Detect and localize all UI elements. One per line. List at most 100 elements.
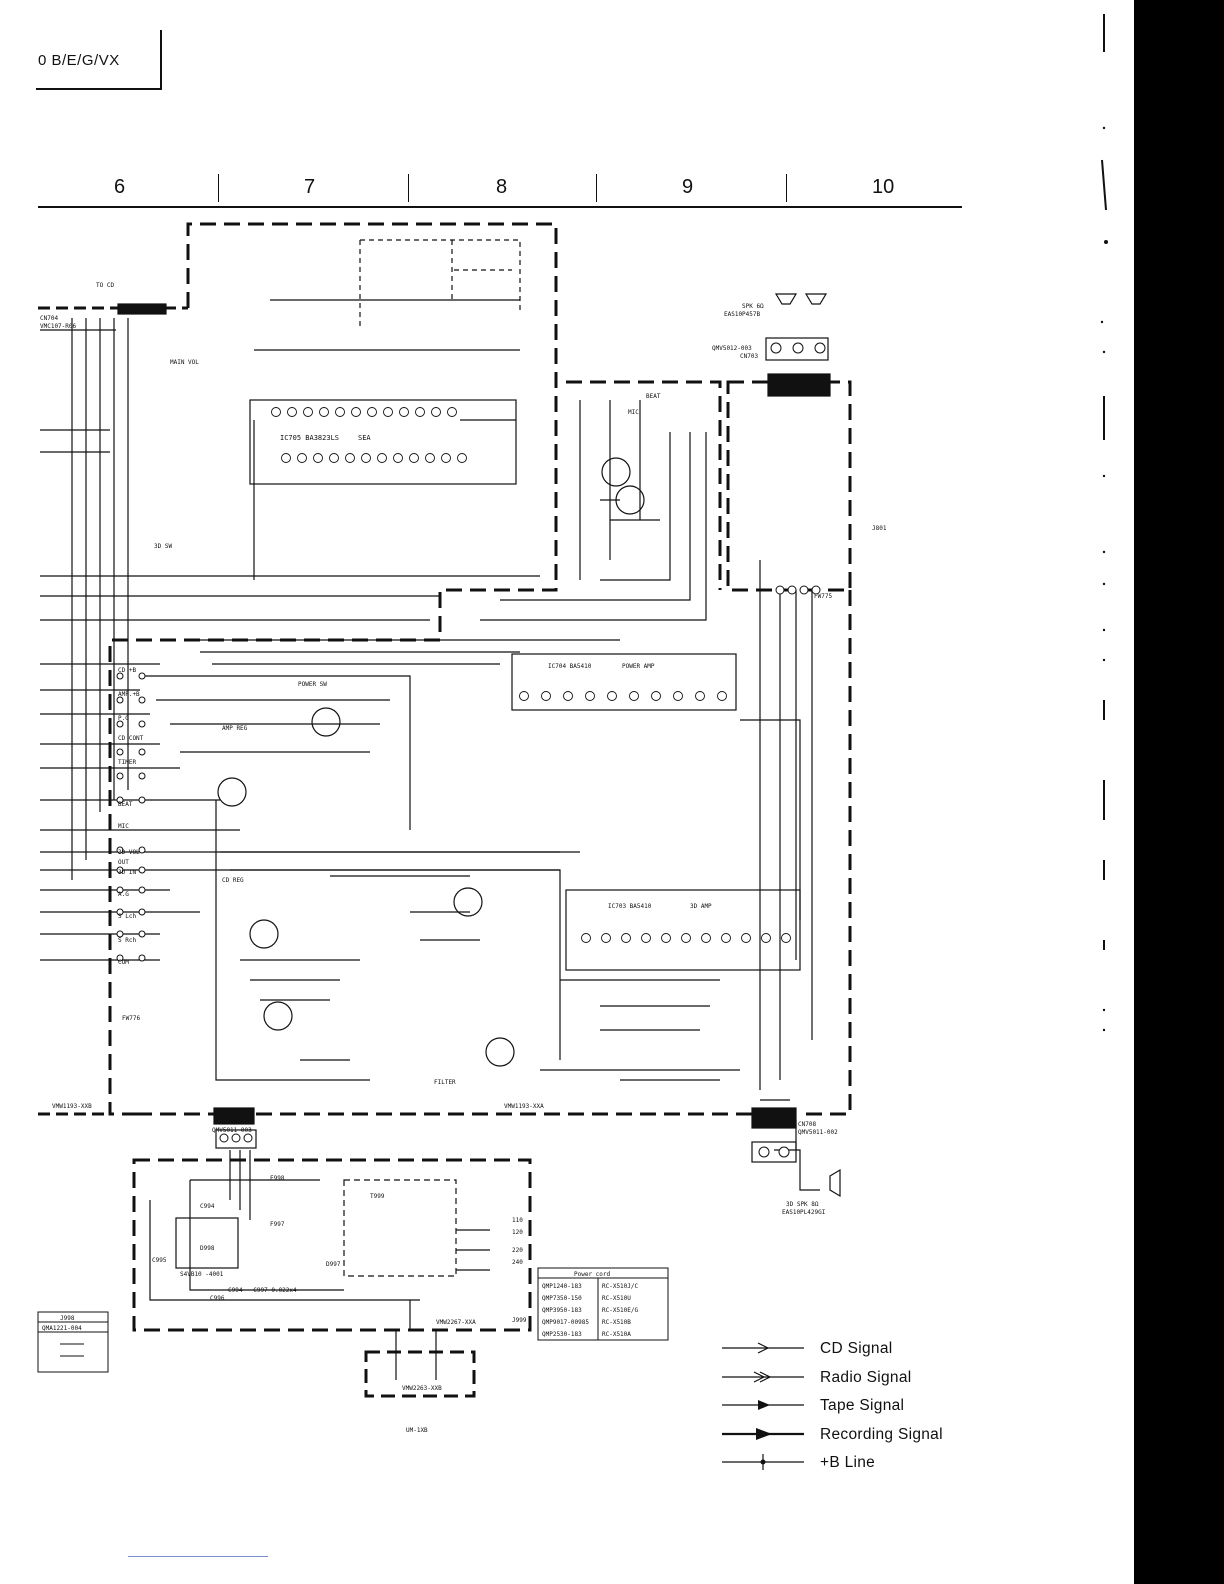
legend-row-cd: CD Signal bbox=[718, 1336, 978, 1365]
power-cord-cell: QMP3950-183 bbox=[542, 1307, 582, 1314]
schematic-label-ic705: IC705 BA3823LS bbox=[280, 434, 339, 442]
schematic-label-c995: C995 bbox=[152, 1257, 167, 1264]
schematic-label-board-c: VMW2267-XXA bbox=[436, 1319, 476, 1326]
schematic-label-fw775: FW775 bbox=[814, 593, 832, 600]
schematic-label-cn705-part: QMV5011-003 bbox=[212, 1127, 252, 1134]
board-outline-power bbox=[132, 1158, 532, 1332]
plus-b-line-icon bbox=[722, 1454, 804, 1471]
schematic-label-c994: C994 bbox=[200, 1203, 215, 1210]
schematic-label-spk3d: 3D SPK 8Ω bbox=[786, 1201, 819, 1208]
schematic-label-j998-part: QMA1221-004 bbox=[42, 1325, 82, 1332]
legend-row-plus-b: +B Line bbox=[718, 1450, 978, 1479]
j998-table bbox=[37, 1311, 109, 1373]
power-cord-table bbox=[537, 1267, 669, 1341]
scan-margin-marks bbox=[1100, 14, 1108, 1032]
schematic-label-board-a: VMW1193-XXA bbox=[504, 1103, 544, 1110]
power-cord-title: Power cord bbox=[574, 1271, 611, 1278]
legend-row-radio: Radio Signal bbox=[718, 1365, 978, 1394]
schematic-label-cn704: CN704 bbox=[40, 315, 58, 322]
ruler-tick bbox=[218, 174, 219, 202]
schematic-label-board-d: VMW2263-XXB bbox=[402, 1385, 442, 1392]
schematic-label-beat: BEAT bbox=[646, 393, 661, 400]
schematic-label-um: UM-1XB bbox=[406, 1427, 428, 1434]
legend-label: +B Line bbox=[820, 1454, 876, 1472]
connector-label: MIC bbox=[118, 823, 129, 830]
bottom-rule bbox=[128, 1556, 268, 1557]
connector-label: 3D IN bbox=[118, 869, 136, 876]
board-outline-right-lower bbox=[800, 590, 852, 1116]
connector-label: COM bbox=[118, 959, 129, 966]
legend-label: Radio Signal bbox=[820, 1368, 912, 1386]
schematic-label-f997: F997 bbox=[270, 1221, 285, 1228]
filled-arrow-icon bbox=[722, 1400, 804, 1411]
ruler-column-7: 7 bbox=[304, 176, 316, 198]
schematic-label-to-cd: TO CD bbox=[96, 282, 114, 289]
column-ruler: 6 7 8 9 10 bbox=[38, 170, 962, 208]
ruler-column-9: 9 bbox=[682, 176, 694, 198]
signal-legend: CD Signal Radio Signal Tape Signal Recor… bbox=[718, 1336, 978, 1479]
ruler-column-8: 8 bbox=[496, 176, 508, 198]
schematic-label-mic: MIC bbox=[628, 409, 639, 416]
connector-label: BEAT bbox=[118, 801, 133, 808]
schematic-label-j999: J999 bbox=[512, 1317, 527, 1324]
board-outline-um bbox=[364, 1350, 476, 1398]
connector-label: AMP.+B bbox=[118, 691, 140, 698]
board-outline-main bbox=[108, 222, 558, 1116]
board-outline-mid bbox=[566, 380, 722, 590]
connector-label: TIMER bbox=[118, 759, 136, 766]
schematic-label-sea: SEA bbox=[358, 434, 371, 442]
legend-label: CD Signal bbox=[820, 1340, 893, 1357]
power-cord-cell: QMP7350-150 bbox=[542, 1295, 582, 1302]
schematic-label-cn704-part: VMC107-R06 bbox=[40, 323, 77, 330]
schematic-label-d997: D997 bbox=[326, 1261, 341, 1268]
schematic-label-v240: 240 bbox=[512, 1259, 523, 1266]
connector-label: OUT bbox=[118, 859, 129, 866]
schematic-label-amp-3d: 3D AMP bbox=[690, 903, 712, 910]
schematic-label-j998: J998 bbox=[60, 1315, 75, 1322]
connector-label: A.G bbox=[118, 891, 129, 898]
connector-label: P.G bbox=[118, 715, 129, 722]
power-cord-cell: QMP2530-183 bbox=[542, 1331, 582, 1338]
schematic-label-c994-note: C994 - C997 0.022x4 bbox=[228, 1287, 297, 1294]
ruler-tick bbox=[786, 174, 787, 202]
schematic-label-v220: 220 bbox=[512, 1247, 523, 1254]
power-cord-cell: QMP1240-183 bbox=[542, 1283, 582, 1290]
schematic-label-cn705: CN705 bbox=[226, 1119, 244, 1126]
ruler-tick bbox=[408, 174, 409, 202]
model-text: 0 B/E/G/VX bbox=[38, 52, 120, 69]
ruler-tick bbox=[596, 174, 597, 202]
schematic-label-spk3d-part: EAS10PL429GI bbox=[782, 1209, 826, 1216]
connector-label: CD CONT bbox=[118, 735, 144, 742]
power-cord-cell: RC-X510A bbox=[602, 1331, 631, 1338]
ruler-column-6: 6 bbox=[114, 176, 126, 198]
schematic-label-cn708: CN708 bbox=[798, 1121, 816, 1128]
schematic-label-cn708-part: QMV5011-002 bbox=[798, 1129, 838, 1136]
connector-label: 3D VOL bbox=[118, 849, 140, 856]
schematic-label-f998: F998 bbox=[270, 1175, 285, 1182]
power-cord-cell: QMP9017-00985 bbox=[542, 1319, 589, 1326]
schematic-label-ic704: IC704 BA5410 bbox=[548, 663, 592, 670]
legend-label: Recording Signal bbox=[820, 1425, 943, 1443]
schematic-label-ic703: IC703 BA5410 bbox=[608, 903, 652, 910]
legend-row-recording: Recording Signal bbox=[718, 1422, 978, 1451]
schematic-label-filter: FILTER bbox=[434, 1079, 456, 1086]
schematic-label-amp-reg: AMP REG bbox=[222, 725, 248, 732]
model-header-box: 0 B/E/G/VX bbox=[36, 30, 162, 90]
schematic-label-cn703: CN703 bbox=[740, 353, 758, 360]
legend-row-tape: Tape Signal bbox=[718, 1393, 978, 1422]
schematic-label-power-amp: POWER AMP bbox=[622, 663, 655, 670]
board-outline-right bbox=[726, 380, 852, 592]
schematic-label-sw-3d: 3D SW bbox=[154, 543, 172, 550]
double-open-arrow-icon bbox=[722, 1371, 804, 1383]
scan-edge-bar bbox=[1134, 0, 1224, 1584]
schematic-label-d998-part: S4VB10 -4001 bbox=[180, 1271, 224, 1278]
schematic-label-v110: 110 bbox=[512, 1217, 523, 1224]
connector-label: CD +B bbox=[118, 667, 136, 674]
schematic-label-v120: 120 bbox=[512, 1229, 523, 1236]
connector-label: S Rch bbox=[118, 937, 136, 944]
power-cord-cell: RC-X510B bbox=[602, 1319, 631, 1326]
power-cord-cell: RC-X510E/G bbox=[602, 1307, 639, 1314]
schematic-label-t999: T999 bbox=[370, 1193, 385, 1200]
schematic-label-j801: J801 bbox=[872, 525, 887, 532]
